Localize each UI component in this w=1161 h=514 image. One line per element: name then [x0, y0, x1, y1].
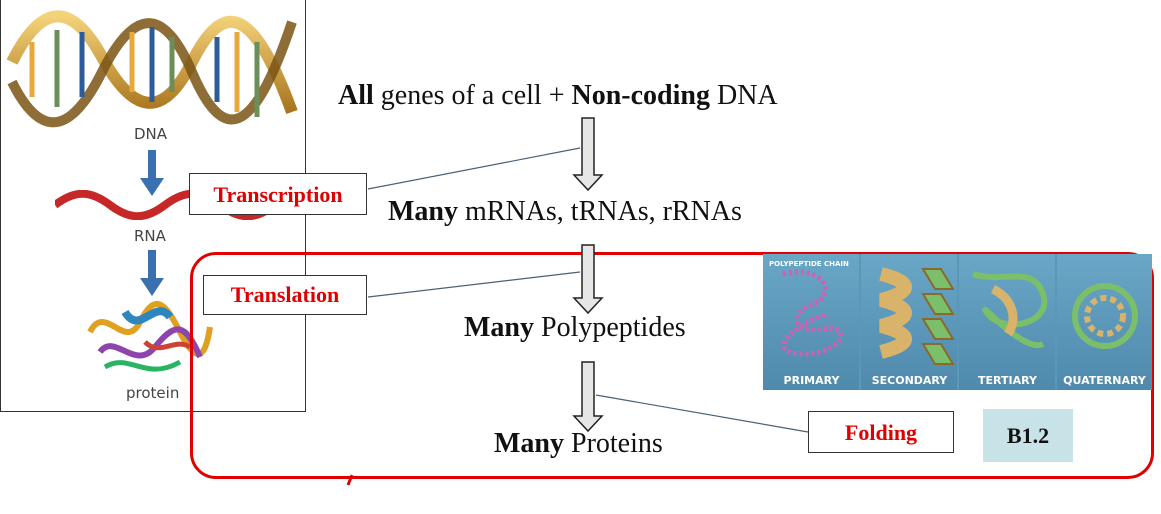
folding-pointer — [595, 394, 809, 433]
flow-arrow-3 — [572, 361, 604, 433]
protein-structure-image — [87, 300, 213, 372]
primary-label: PRIMARY — [783, 374, 840, 387]
down-arrow-icon — [140, 250, 164, 296]
rna-label: RNA — [134, 227, 166, 245]
structure-illustrations — [781, 267, 1138, 365]
dna-helix-image — [6, 10, 298, 128]
protein-label: protein — [126, 384, 180, 402]
transcription-label: Transcription — [189, 173, 367, 215]
section-code-badge: B1.2 — [983, 409, 1073, 462]
folding-label: Folding — [808, 411, 954, 453]
tertiary-label: TERTIARY — [978, 374, 1037, 387]
dna-label: DNA — [134, 125, 168, 143]
flow-step-proteins: Many Proteins — [494, 428, 663, 459]
secondary-label: SECONDARY — [871, 374, 948, 387]
flow-arrow-2 — [572, 244, 604, 315]
translation-label: Translation — [203, 275, 367, 315]
flow-step-polypeptides: Many Polypeptides — [464, 312, 686, 343]
flow-arrow-1 — [572, 117, 604, 192]
down-arrow-icon — [140, 150, 164, 196]
quaternary-label: QUATERNARY — [1063, 374, 1146, 387]
transcription-pointer — [367, 147, 581, 190]
polypeptide-chain-title: POLYPEPTIDE CHAIN — [769, 260, 849, 268]
red-tick-mark — [346, 474, 354, 486]
translation-folding-frame — [190, 252, 1154, 479]
translation-pointer — [367, 271, 581, 298]
protein-structure-levels-image: POLYPEPTIDE CHAIN PRIMARY SECONDARY TERT… — [763, 254, 1152, 390]
flow-step-genes: All genes of a cell + Non-coding DNA — [338, 80, 778, 111]
flow-step-rnas: Many mRNAs, tRNAs, rRNAs — [388, 196, 742, 227]
